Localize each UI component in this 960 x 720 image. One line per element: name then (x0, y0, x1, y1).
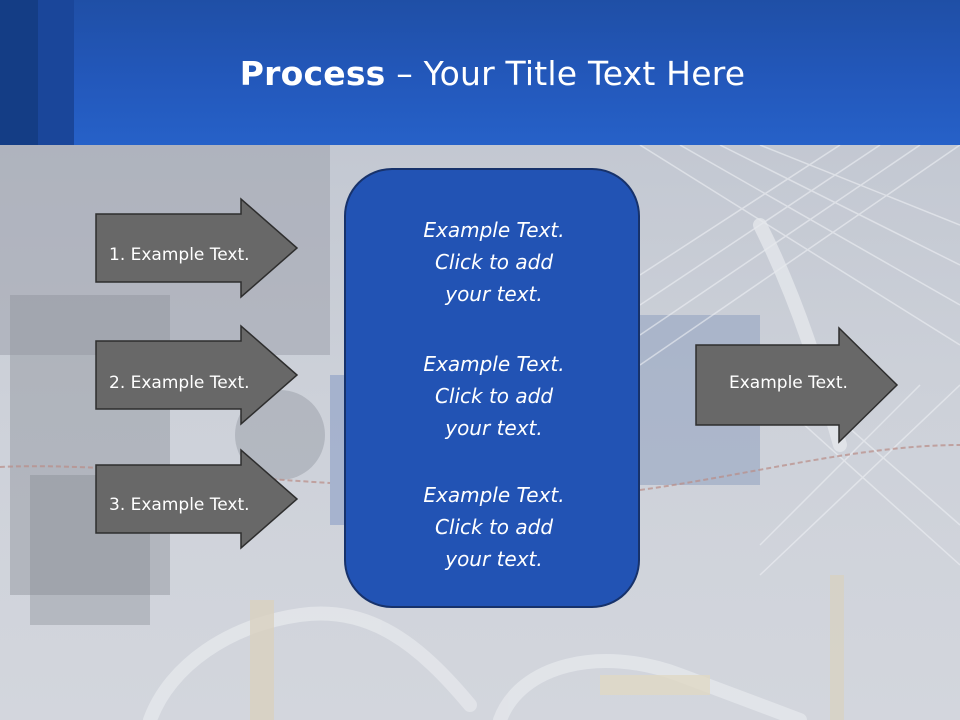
arrow-shape (95, 324, 299, 426)
process-step-arrow-2[interactable]: 2. Example Text. (95, 324, 299, 426)
center-text-line: Click to add (434, 515, 554, 539)
center-text-line: your text. (445, 282, 543, 306)
center-text-block-1[interactable]: Example Text. Click to add your text. (346, 214, 642, 310)
process-result-arrow[interactable]: Example Text. (695, 326, 899, 444)
center-text-line: Click to add (434, 384, 554, 408)
center-text-line: Example Text. (423, 218, 565, 242)
process-center-box[interactable]: Example Text. Click to add your text. Ex… (344, 168, 640, 608)
arrow-shape (95, 197, 299, 299)
center-text-line: your text. (445, 547, 543, 571)
step-label: 2. Example Text. (109, 373, 250, 393)
result-label: Example Text. (729, 373, 848, 393)
title-bold-text: Process (239, 54, 386, 93)
center-text-block-2[interactable]: Example Text. Click to add your text. (346, 348, 642, 444)
process-step-arrow-3[interactable]: 3. Example Text. (95, 448, 299, 550)
banner-stripe (38, 0, 74, 145)
process-step-arrow-1[interactable]: 1. Example Text. (95, 197, 299, 299)
center-text-line: Example Text. (423, 483, 565, 507)
title-banner: Process – Your Title Text Here (0, 0, 960, 145)
step-label: 1. Example Text. (109, 245, 250, 265)
arrow-shape (695, 326, 899, 444)
title-rest-text: – Your Title Text Here (385, 54, 746, 93)
slide-title[interactable]: Process – Your Title Text Here (0, 52, 960, 96)
banner-stripe (0, 0, 38, 145)
center-text-line: Example Text. (423, 352, 565, 376)
arrow-shape (95, 448, 299, 550)
center-text-line: your text. (445, 416, 543, 440)
center-text-line: Click to add (434, 250, 554, 274)
center-text-block-3[interactable]: Example Text. Click to add your text. (346, 479, 642, 575)
step-label: 3. Example Text. (109, 495, 250, 515)
